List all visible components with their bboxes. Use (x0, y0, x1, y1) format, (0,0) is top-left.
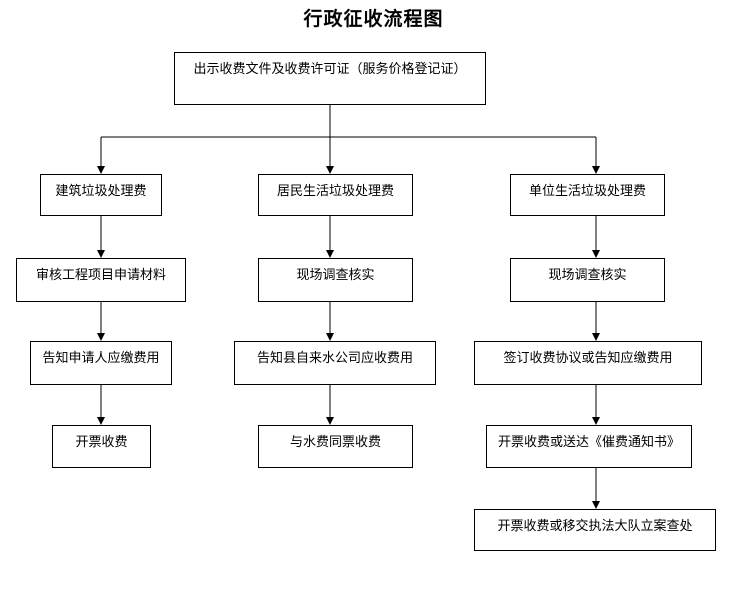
step-box-site-verification: 现场调查核实 (510, 258, 665, 302)
category-label: 建筑垃圾处理费 (55, 184, 147, 199)
step-box-invoice-charge: 开票收费 (52, 425, 151, 468)
step-label: 开票收费或送达《催费通知书》 (497, 435, 680, 450)
category-box-unit-waste: 单位生活垃圾处理费 (510, 174, 665, 216)
diagram-title: 行政征收流程图 (303, 8, 444, 30)
category-label: 单位生活垃圾处理费 (528, 184, 646, 199)
step-label: 开票收费 (75, 435, 128, 450)
step-box-notify-applicant: 告知申请人应缴费用 (30, 341, 172, 385)
category-box-residential-waste: 居民生活垃圾处理费 (258, 174, 413, 216)
root-label: 出示收费文件及收费许可证（服务价格登记证） (193, 62, 467, 77)
category-label: 居民生活垃圾处理费 (276, 184, 394, 199)
step-label: 现场调查核实 (296, 268, 375, 283)
step-label: 告知申请人应缴费用 (42, 351, 160, 366)
step-label: 与水费同票收费 (289, 435, 381, 450)
step-box-review-materials: 审核工程项目申请材料 (16, 258, 186, 302)
step-box-invoice-or-deliver-notice: 开票收费或送达《催费通知书》 (486, 425, 692, 468)
step-label: 现场调查核实 (548, 268, 627, 283)
step-label: 审核工程项目申请材料 (35, 268, 166, 283)
step-label: 开票收费或移交执法大队立案查处 (497, 519, 693, 534)
step-box-site-verification: 现场调查核实 (258, 258, 413, 302)
category-box-construction-waste: 建筑垃圾处理费 (40, 174, 162, 216)
step-label: 签订收费协议或告知应缴费用 (503, 351, 673, 366)
root-box: 出示收费文件及收费许可证（服务价格登记证） (174, 52, 486, 105)
step-label: 告知县自来水公司应收费用 (256, 351, 413, 366)
step-box-sign-agreement: 签订收费协议或告知应缴费用 (474, 341, 702, 385)
step-box-charge-with-water-bill: 与水费同票收费 (258, 425, 413, 468)
step-box-invoice-or-transfer-enforcement: 开票收费或移交执法大队立案查处 (474, 509, 716, 551)
step-box-notify-water-company: 告知县自来水公司应收费用 (234, 341, 436, 385)
